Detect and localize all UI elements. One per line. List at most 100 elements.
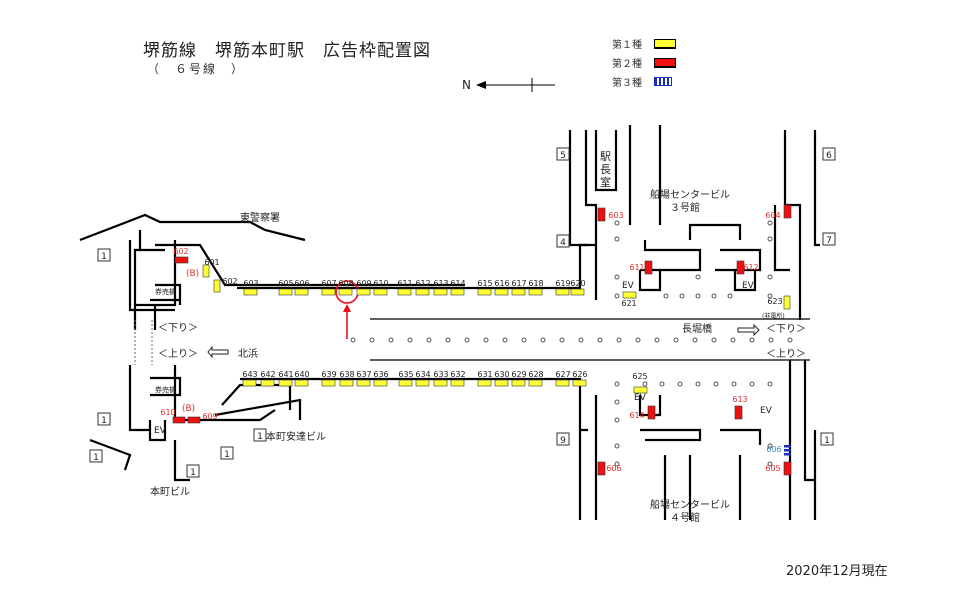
svg-text:1: 1 bbox=[224, 450, 230, 460]
ad-slot-type1[interactable]: 625 bbox=[632, 372, 648, 394]
ad-slot-type1[interactable]: 620 bbox=[570, 279, 586, 296]
type3-swatch-icon bbox=[654, 77, 672, 86]
ad-slot-type2[interactable]: 611 bbox=[629, 260, 653, 275]
ad-slot-type1[interactable]: 619 bbox=[555, 279, 571, 296]
svg-text:606: 606 bbox=[606, 464, 621, 473]
ad-slot-type1[interactable]: 643 bbox=[242, 370, 258, 387]
pillar bbox=[614, 417, 620, 423]
ad-slot-type1[interactable]: 606 bbox=[294, 279, 310, 296]
svg-text:室: 室 bbox=[600, 175, 611, 189]
ad-slot-type2[interactable]: 609 bbox=[187, 412, 218, 424]
pillar bbox=[614, 443, 620, 449]
pillar bbox=[787, 337, 793, 343]
ad-slot-type1[interactable]: 640 bbox=[294, 370, 310, 387]
legend-item-type2: 第２種 bbox=[612, 53, 676, 72]
ad-slot-type1[interactable]: 605 bbox=[278, 279, 294, 296]
pillar bbox=[445, 337, 451, 343]
ad-slot-type1[interactable]: 638 bbox=[339, 370, 355, 387]
svg-text:628: 628 bbox=[528, 370, 543, 379]
ad-slot-type1[interactable]: 634 bbox=[415, 370, 431, 387]
ev-label: EV bbox=[634, 393, 647, 403]
pillar bbox=[673, 337, 679, 343]
ad-slot-type1[interactable]: 613 bbox=[433, 279, 449, 296]
svg-text:4: 4 bbox=[560, 238, 566, 248]
ad-slot-type1[interactable]: 607 bbox=[321, 279, 337, 296]
svg-text:623: 623 bbox=[767, 297, 782, 306]
svg-text:639: 639 bbox=[321, 370, 336, 379]
honmachi-bldg-label: 本町ビル bbox=[150, 485, 190, 498]
ad-slot-type1[interactable]: 618 bbox=[528, 279, 544, 296]
down-right-label: ＜下り＞ bbox=[766, 323, 806, 335]
ad-slot-type1[interactable]: 629 bbox=[511, 370, 527, 387]
ad-slot-type1[interactable]: 610 bbox=[373, 279, 389, 296]
pillar bbox=[695, 274, 701, 280]
ad-slot-type1[interactable]: 616 bbox=[494, 279, 510, 296]
ad-slot-type1[interactable]: 639 bbox=[321, 370, 337, 387]
station-master-label: 駅長室 bbox=[600, 150, 611, 189]
ad-slot-type1[interactable]: 608 bbox=[338, 279, 354, 296]
ad-slot-type1[interactable]: 615 bbox=[477, 279, 493, 296]
svg-text:625: 625 bbox=[632, 372, 647, 381]
exit-marker: 1 bbox=[89, 449, 103, 463]
ad-slot-type1[interactable]: 601 bbox=[202, 258, 220, 278]
ad-slot-type2[interactable]: 614 bbox=[629, 405, 656, 420]
ad-slot-type1[interactable]: 631 bbox=[477, 370, 493, 387]
svg-text:631: 631 bbox=[477, 370, 492, 379]
ad-slot-type2[interactable]: 613 bbox=[732, 395, 748, 420]
svg-text:618: 618 bbox=[528, 279, 543, 288]
pillar bbox=[731, 381, 737, 387]
ad-slot-type1[interactable]: 612 bbox=[415, 279, 431, 296]
ad-slot-type2[interactable]: 604 bbox=[765, 204, 792, 220]
ad-slot-type1[interactable]: 617 bbox=[511, 279, 527, 296]
svg-text:626: 626 bbox=[572, 370, 587, 379]
pillar bbox=[388, 337, 394, 343]
ad-slot-type1[interactable]: 602 bbox=[213, 277, 238, 293]
svg-text:642: 642 bbox=[260, 370, 275, 379]
ticket-machine-label: 券売機 bbox=[155, 385, 176, 394]
ad-slot-type2[interactable]: 605 bbox=[765, 461, 792, 476]
ad-slot-type2[interactable]: 602 bbox=[173, 247, 189, 264]
ad-slot-type1[interactable]: 630 bbox=[494, 370, 510, 387]
ad-slot-type1[interactable]: 641 bbox=[278, 370, 294, 387]
svg-text:604: 604 bbox=[765, 211, 780, 220]
ad-slot-type3[interactable]: 606 bbox=[766, 445, 791, 456]
ad-slot-type1[interactable]: 621 bbox=[621, 291, 637, 308]
pillar bbox=[635, 337, 641, 343]
exit-marker: 4 bbox=[556, 234, 570, 248]
svg-text:614: 614 bbox=[450, 279, 465, 288]
ad-slot-type1[interactable]: 611 bbox=[397, 279, 413, 296]
pillar bbox=[727, 293, 733, 299]
ad-slot-type2[interactable]: 610 bbox=[160, 408, 186, 424]
svg-text:601: 601 bbox=[204, 258, 219, 267]
ad-slot-type1[interactable]: 637 bbox=[356, 370, 372, 387]
pillar bbox=[654, 337, 660, 343]
ad-slot-type1[interactable]: 632 bbox=[450, 370, 466, 387]
ad-slot-type1[interactable]: 623 bbox=[767, 295, 791, 310]
east-police-label: 東警察署 bbox=[240, 211, 280, 224]
date-stamp: 2020年12月現在 bbox=[786, 564, 888, 579]
b-mark-label: (B) bbox=[182, 404, 195, 414]
ad-slot-type1[interactable]: 635 bbox=[398, 370, 414, 387]
svg-text:643: 643 bbox=[242, 370, 257, 379]
pillar bbox=[369, 337, 375, 343]
ad-slot-type1[interactable]: 633 bbox=[433, 370, 449, 387]
ad-slot-type1[interactable]: 614 bbox=[450, 279, 466, 296]
pillar bbox=[521, 337, 527, 343]
ad-slot-type1[interactable]: 609 bbox=[356, 279, 372, 296]
up-left-label: ＜上り＞ bbox=[158, 348, 198, 360]
pillar bbox=[407, 337, 413, 343]
svg-text:632: 632 bbox=[450, 370, 465, 379]
ad-slot-type1[interactable]: 642 bbox=[260, 370, 276, 387]
ticket-machine-label: 券売機 bbox=[155, 287, 176, 296]
ad-slot-type2[interactable]: 603 bbox=[597, 207, 624, 222]
ad-slot-type1[interactable]: 626 bbox=[572, 370, 588, 387]
ad-slot-type2[interactable]: 606 bbox=[597, 461, 622, 476]
ad-slot-type1[interactable]: 603 bbox=[243, 279, 259, 296]
pillar bbox=[616, 337, 622, 343]
ad-slot-type1[interactable]: 627 bbox=[555, 370, 571, 387]
ad-slot-type2[interactable]: 612 bbox=[736, 260, 759, 275]
pillar bbox=[597, 337, 603, 343]
ad-slot-type1[interactable]: 628 bbox=[528, 370, 544, 387]
ad-slot-type1[interactable]: 636 bbox=[373, 370, 389, 387]
honmachi-adachi-bldg-label: 本町安達ビル bbox=[266, 430, 326, 443]
